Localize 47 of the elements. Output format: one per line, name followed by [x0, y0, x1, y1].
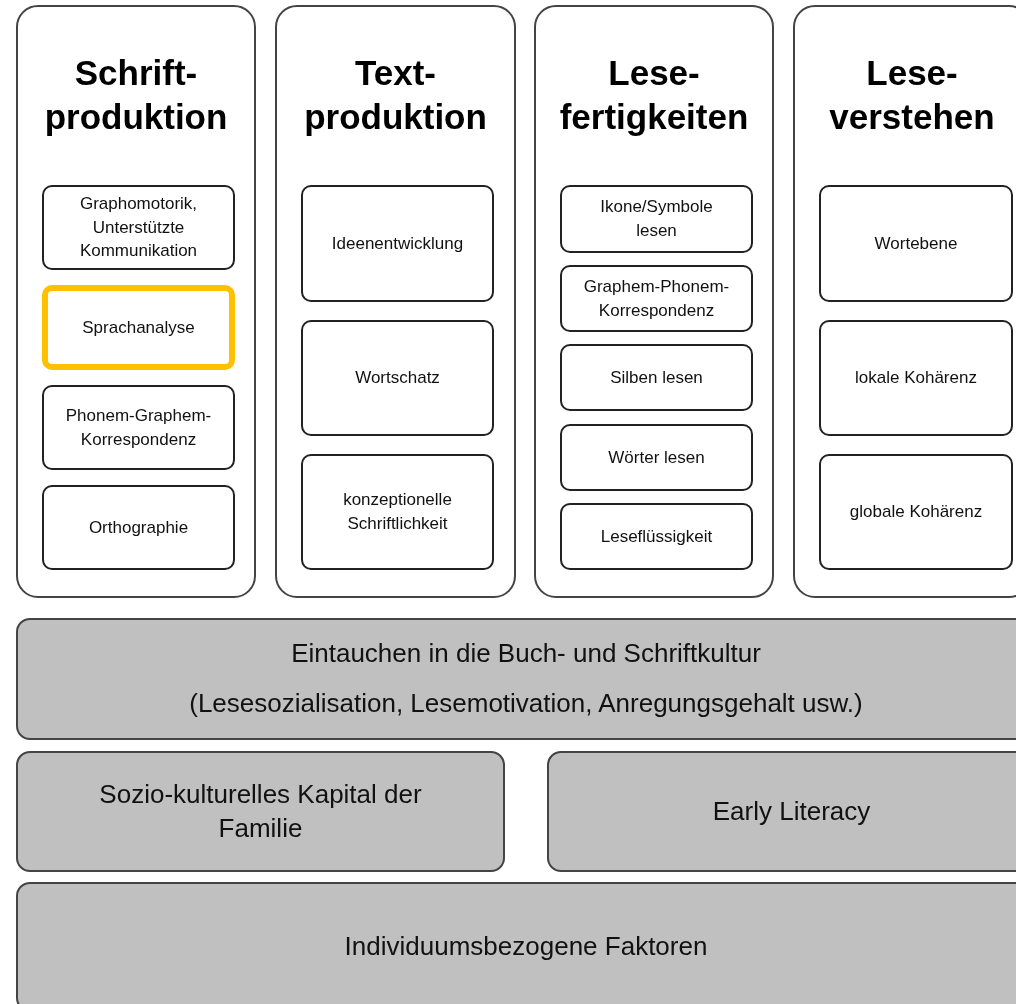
- band-text: (Lesesozialisation, Lesemotivation, Anregungsgehalt usw.): [189, 687, 863, 720]
- column-card: [534, 5, 774, 598]
- column-heading: Schrift- produktion: [43, 52, 229, 138]
- skill-label: Sprachanalyse: [82, 316, 195, 339]
- skill-box: [560, 344, 753, 411]
- column-card: [275, 5, 516, 598]
- skill-box: [560, 424, 753, 491]
- skill-box: [301, 320, 494, 436]
- skill-label: konzeptionelle Schriftlichkeit: [342, 489, 453, 535]
- skill-box: [42, 485, 235, 570]
- column-card: [16, 5, 256, 598]
- skill-box: [819, 320, 1013, 436]
- band-text: Individuumsbezogene Faktoren: [344, 930, 708, 964]
- skill-box: [819, 185, 1013, 302]
- band-text: Eintauchen in die Buch- und Schriftkultur: [291, 637, 761, 671]
- factor-band: [16, 882, 1016, 1004]
- skill-box: [560, 265, 753, 332]
- skill-label: Graphomotorik, Unterstützte Kommunikation: [78, 192, 199, 263]
- skill-box: [301, 454, 494, 570]
- skill-box: [560, 503, 753, 570]
- skill-label: Wortebene: [874, 232, 958, 255]
- skill-label: Wortschatz: [355, 367, 440, 390]
- skill-box: [42, 385, 235, 470]
- column-heading: Lese- fertigkeiten: [558, 52, 750, 138]
- highlighted-skill-box: [42, 285, 235, 370]
- factor-band: [547, 751, 1016, 872]
- band-text: Sozio-kulturelles Kapital der Familie: [98, 777, 423, 845]
- skill-label: Ideenentwicklung: [331, 232, 464, 255]
- skill-label: Silben lesen: [610, 366, 703, 389]
- column-heading: Text- produktion: [303, 52, 488, 138]
- skill-label: Wörter lesen: [608, 446, 705, 469]
- factor-band: [16, 751, 505, 872]
- skill-box: [560, 185, 753, 253]
- skill-box: [819, 454, 1013, 570]
- skill-label: Phonem-Graphem-Korrespondenz: [64, 404, 213, 451]
- skill-box: [301, 185, 494, 302]
- skill-box: [42, 185, 235, 270]
- skill-label: lokale Kohärenz: [855, 367, 977, 390]
- column-card: [793, 5, 1016, 598]
- skill-label: globale Kohärenz: [849, 501, 983, 524]
- band-text: Early Literacy: [712, 794, 871, 828]
- skill-label: Orthographie: [88, 516, 189, 539]
- skill-label: Leseflüssigkeit: [600, 525, 713, 548]
- factor-band: [16, 618, 1016, 740]
- column-heading: Lese- verstehen: [828, 52, 996, 138]
- skill-label: Graphem-Phonem-Korrespondenz: [582, 275, 731, 322]
- skill-label: Ikone/Symbole lesen: [599, 196, 714, 242]
